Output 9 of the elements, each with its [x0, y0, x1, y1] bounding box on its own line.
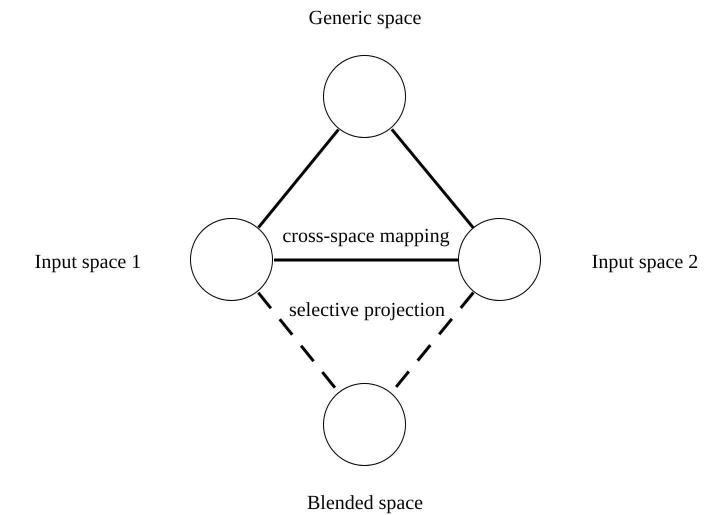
text-label: selective projection: [288, 300, 446, 320]
connector-line: [390, 128, 474, 229]
node-caption: Generic space: [308, 8, 422, 28]
node-caption: Input space 1: [34, 252, 142, 272]
edge-label: cross-space mapping: [282, 226, 450, 246]
node-caption: Input space 2: [592, 252, 698, 272]
connector-line: [274, 258, 458, 262]
connector-line: [257, 128, 340, 228]
node-caption: Blended space: [306, 493, 424, 513]
